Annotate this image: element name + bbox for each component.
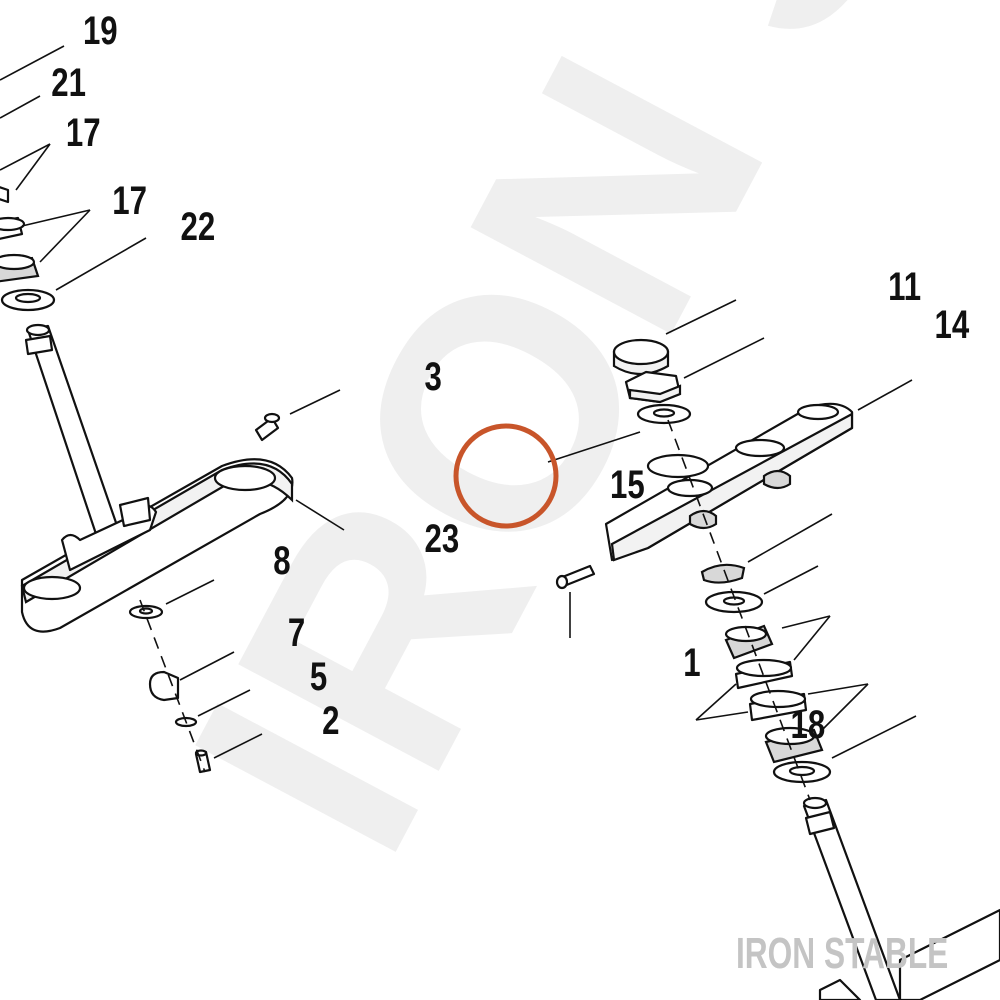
highlight-circle xyxy=(453,423,559,529)
bearing-race-18-upper xyxy=(734,658,794,690)
bearing-cone-17-left xyxy=(0,253,40,283)
leader-lines xyxy=(0,45,917,759)
watermark-text: IRON STABLE xyxy=(121,0,1000,904)
callout-23: 23 xyxy=(425,516,460,561)
cap-nut-11 xyxy=(612,338,670,376)
callout-3: 3 xyxy=(425,354,442,399)
bolt-3 xyxy=(254,412,281,442)
callout-22-left: 22 xyxy=(181,204,216,249)
bearing-cup-17-left xyxy=(0,216,26,240)
callout-19: 19 xyxy=(83,8,118,53)
right-assembly xyxy=(555,338,1000,1000)
lower-fork-bracket-23 xyxy=(20,458,294,633)
callout-2: 2 xyxy=(322,698,339,743)
clip-7 xyxy=(148,670,180,702)
callout-14: 14 xyxy=(935,302,970,347)
left-assembly xyxy=(0,186,294,774)
bearing-race-18-lower xyxy=(748,689,808,722)
callout-15: 15 xyxy=(610,462,645,507)
callout-8: 8 xyxy=(273,538,290,583)
bolt-1 xyxy=(555,564,596,590)
dust-shield-20 xyxy=(700,563,746,584)
steering-stem-right xyxy=(802,796,902,1000)
callout-18: 18 xyxy=(791,702,826,747)
upper-fork-bracket-12 xyxy=(604,402,854,562)
lower-bracket-partial xyxy=(818,908,1000,1000)
hex-nut-14 xyxy=(624,370,682,404)
callout-11: 11 xyxy=(888,264,921,309)
callout-17-left-upper: 17 xyxy=(66,110,101,155)
washer-21-right xyxy=(704,590,764,614)
seal-22-left xyxy=(0,288,56,312)
callout-1: 1 xyxy=(683,640,700,685)
assembly-axis-right xyxy=(667,419,811,801)
part-21-left-edge xyxy=(0,186,10,204)
steering-stem-left xyxy=(24,323,124,548)
footer-watermark: IRON STABLE xyxy=(736,929,948,978)
callout-17-left-lower: 17 xyxy=(112,178,147,223)
callout-labels: 19 21 17 17 22 3 23 8 7 5 2 11 14 12 15 … xyxy=(51,8,970,747)
bearing-cone-17-right-upper xyxy=(724,624,774,660)
seal-22-right xyxy=(772,760,832,784)
assembly-axis-left xyxy=(139,599,206,773)
callout-7: 7 xyxy=(288,610,305,655)
washer-8 xyxy=(128,604,164,620)
background-watermark: IRON STABLE xyxy=(121,0,1000,904)
callout-21-left: 21 xyxy=(51,60,86,105)
washer-15 xyxy=(636,403,692,425)
callout-5: 5 xyxy=(310,654,327,699)
bearing-cone-17-right-lower xyxy=(764,726,824,764)
